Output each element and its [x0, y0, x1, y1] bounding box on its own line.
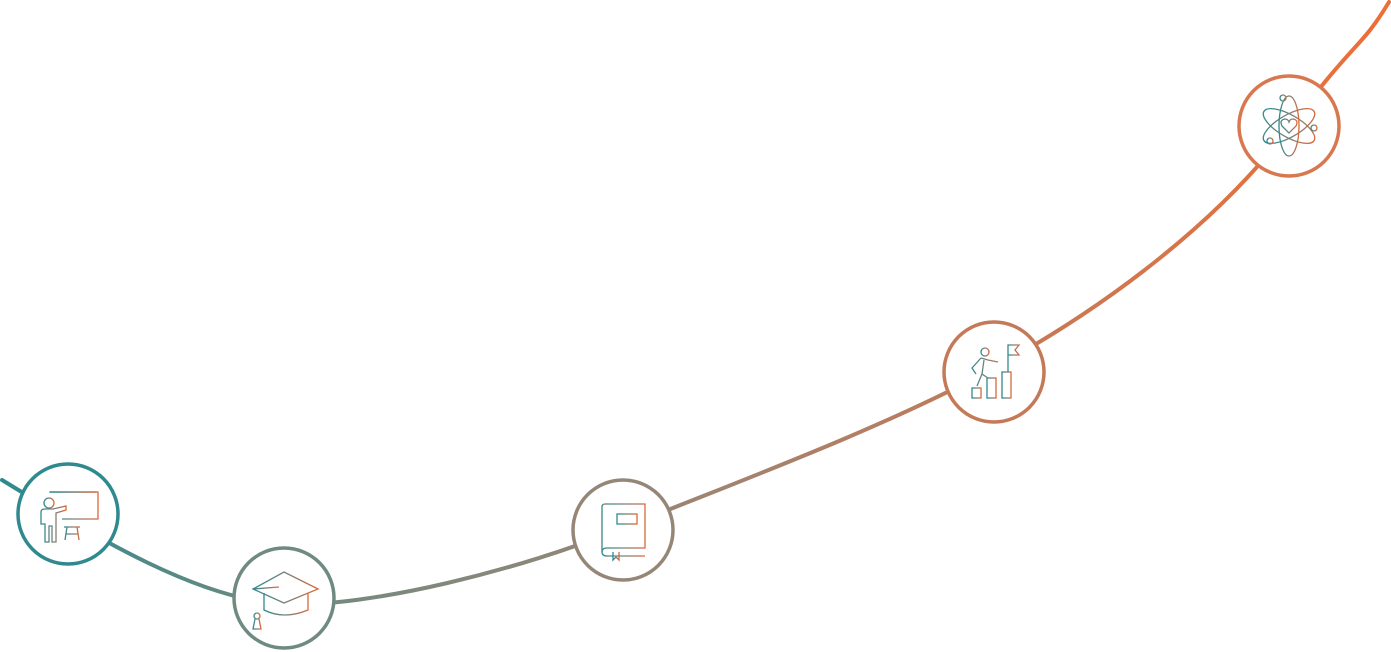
milestone-teacher — [16, 462, 120, 566]
atom-heart-icon — [1262, 94, 1318, 157]
teacher-presentation-icon — [40, 489, 99, 543]
milestone-science — [1237, 74, 1341, 178]
journey-path — [0, 0, 1391, 607]
milestone-book — [571, 478, 675, 582]
graduation-cap-icon — [251, 571, 320, 630]
milestone-career — [942, 320, 1046, 424]
career-steps-flag-icon — [971, 344, 1021, 399]
milestone-graduation — [232, 546, 336, 650]
book-icon — [601, 503, 646, 562]
